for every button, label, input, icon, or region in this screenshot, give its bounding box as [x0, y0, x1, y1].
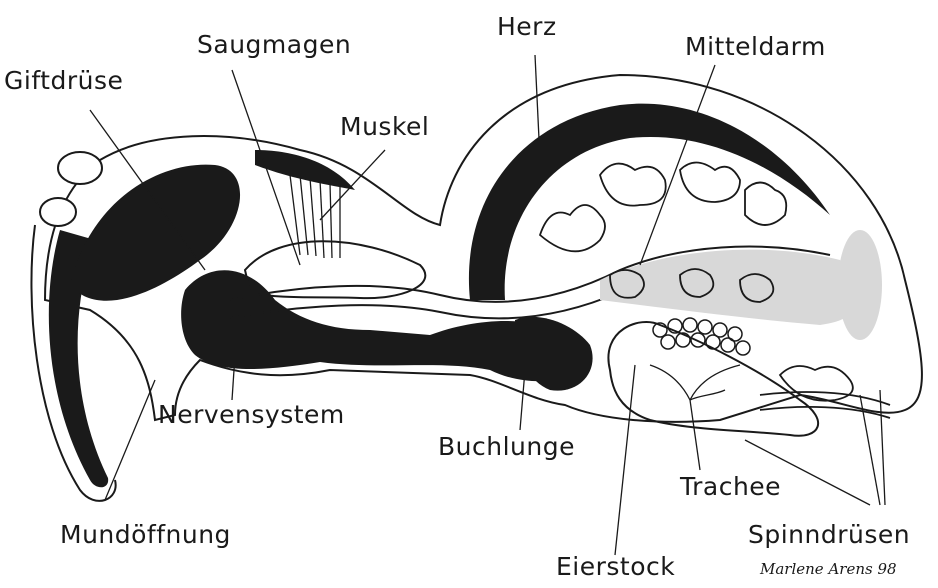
egg-cluster [653, 318, 750, 355]
label-giftdruse: Giftdrüse [4, 66, 123, 95]
label-mitteldarm: Mitteldarm [685, 32, 826, 61]
trachea [650, 365, 740, 400]
label-buchlunge: Buchlunge [438, 432, 575, 461]
label-muskel: Muskel [340, 112, 429, 141]
label-herz: Herz [497, 12, 557, 41]
muscle-strands [290, 175, 340, 258]
rear-stipple [838, 230, 882, 340]
muscle-top [255, 150, 355, 190]
midgut [600, 250, 857, 325]
label-spinndrusen: Spinndrüsen [748, 520, 910, 549]
eye-lower [40, 198, 76, 226]
eye-upper [58, 152, 102, 184]
label-saugmagen: Saugmagen [197, 30, 351, 59]
sucking-stomach [245, 241, 425, 298]
label-trachee: Trachee [680, 472, 781, 501]
label-nervensystem: Nervensystem [158, 400, 345, 429]
label-mundoffnung: Mundöffnung [60, 520, 231, 549]
artist-signature: Marlene Arens 98 [760, 560, 897, 578]
ovary [608, 322, 818, 436]
label-eierstock: Eierstock [556, 552, 675, 581]
